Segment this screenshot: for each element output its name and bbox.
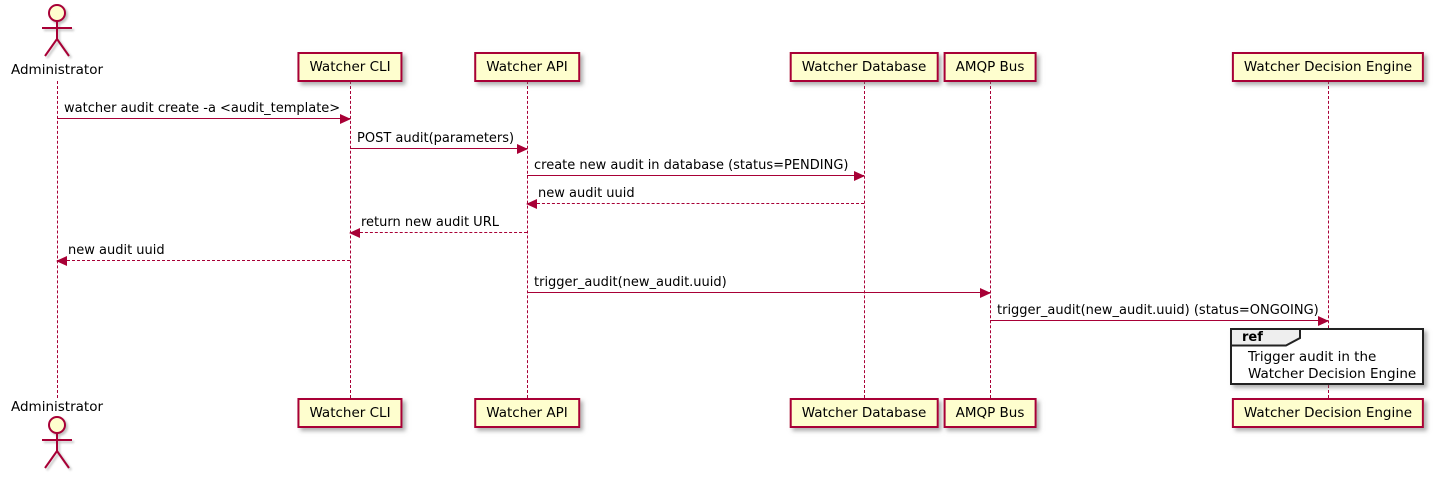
message-line xyxy=(350,148,527,149)
arrowhead-icon xyxy=(349,228,360,238)
ref-text: Trigger audit in the Watcher Decision En… xyxy=(1248,349,1416,383)
message-label: create new audit in database (status=PEN… xyxy=(534,158,849,173)
participant-watcher-api-top: Watcher API xyxy=(474,52,580,82)
participant-watcher-database-top: Watcher Database xyxy=(789,52,939,82)
message-line xyxy=(527,175,864,176)
message-line xyxy=(350,232,527,233)
arrowhead-icon xyxy=(980,288,991,298)
ref-text-line1: Trigger audit in the xyxy=(1248,349,1377,365)
participant-watcher-database-bottom: Watcher Database xyxy=(789,398,939,428)
message-line xyxy=(990,320,1328,321)
message-line xyxy=(527,292,990,293)
message-label: POST audit(parameters) xyxy=(357,131,515,146)
ref-text-line2: Watcher Decision Engine xyxy=(1248,366,1417,382)
message-new-audit-uuid-return: new audit uuid xyxy=(526,184,864,209)
message-label: return new audit URL xyxy=(361,215,499,230)
arrowhead-icon xyxy=(340,114,351,124)
actor-label-top: Administrator xyxy=(10,62,104,78)
arrowhead-icon xyxy=(56,256,67,266)
participant-watcher-api-bottom: Watcher API xyxy=(474,398,580,428)
message-label: trigger_audit(new_audit.uuid) (status=ON… xyxy=(997,303,1319,318)
arrowhead-icon xyxy=(854,171,865,181)
message-uuid-to-admin: new audit uuid xyxy=(56,241,350,266)
message-trigger-audit-ongoing: trigger_audit(new_audit.uuid) (status=ON… xyxy=(990,301,1329,326)
actor-icon xyxy=(42,416,72,469)
lifeline-administrator xyxy=(57,81,58,398)
arrowhead-icon xyxy=(526,199,537,209)
message-audit-create: watcher audit create -a <audit_template> xyxy=(57,99,351,124)
participant-watcher-cli-top: Watcher CLI xyxy=(297,52,403,82)
participant-amqp-bus-bottom: AMQP Bus xyxy=(943,398,1037,428)
message-line xyxy=(527,203,864,204)
message-line xyxy=(57,118,350,119)
participant-watcher-decision-engine-top: Watcher Decision Engine xyxy=(1231,52,1425,82)
message-create-audit-db: create new audit in database (status=PEN… xyxy=(527,156,865,181)
ref-keyword: ref xyxy=(1242,330,1263,345)
message-return-audit-url: return new audit URL xyxy=(349,213,527,238)
message-label: new audit uuid xyxy=(538,186,635,201)
message-label: watcher audit create -a <audit_template> xyxy=(64,101,341,116)
actor-label-bottom: Administrator xyxy=(10,399,104,415)
message-trigger-audit: trigger_audit(new_audit.uuid) xyxy=(527,273,991,298)
arrowhead-icon xyxy=(517,144,528,154)
message-line xyxy=(57,260,350,261)
participant-watcher-decision-engine-bottom: Watcher Decision Engine xyxy=(1231,398,1425,428)
arrowhead-icon xyxy=(1318,316,1329,326)
lifeline-watcher-cli xyxy=(350,81,351,398)
lifeline-watcher-database xyxy=(864,81,865,398)
ref-pentagon-icon xyxy=(1230,328,1301,347)
participant-watcher-cli-bottom: Watcher CLI xyxy=(297,398,403,428)
lifeline-amqp-bus xyxy=(990,81,991,398)
lifeline-watcher-api xyxy=(527,81,528,398)
participant-amqp-bus-top: AMQP Bus xyxy=(943,52,1037,82)
lifeline-watcher-decision-engine xyxy=(1328,81,1329,398)
message-label: new audit uuid xyxy=(68,243,165,258)
message-post-audit: POST audit(parameters) xyxy=(350,129,528,154)
actor-icon xyxy=(42,4,72,57)
message-label: trigger_audit(new_audit.uuid) xyxy=(534,275,727,290)
ref-fragment: ref Trigger audit in the Watcher Decisio… xyxy=(1230,328,1424,385)
